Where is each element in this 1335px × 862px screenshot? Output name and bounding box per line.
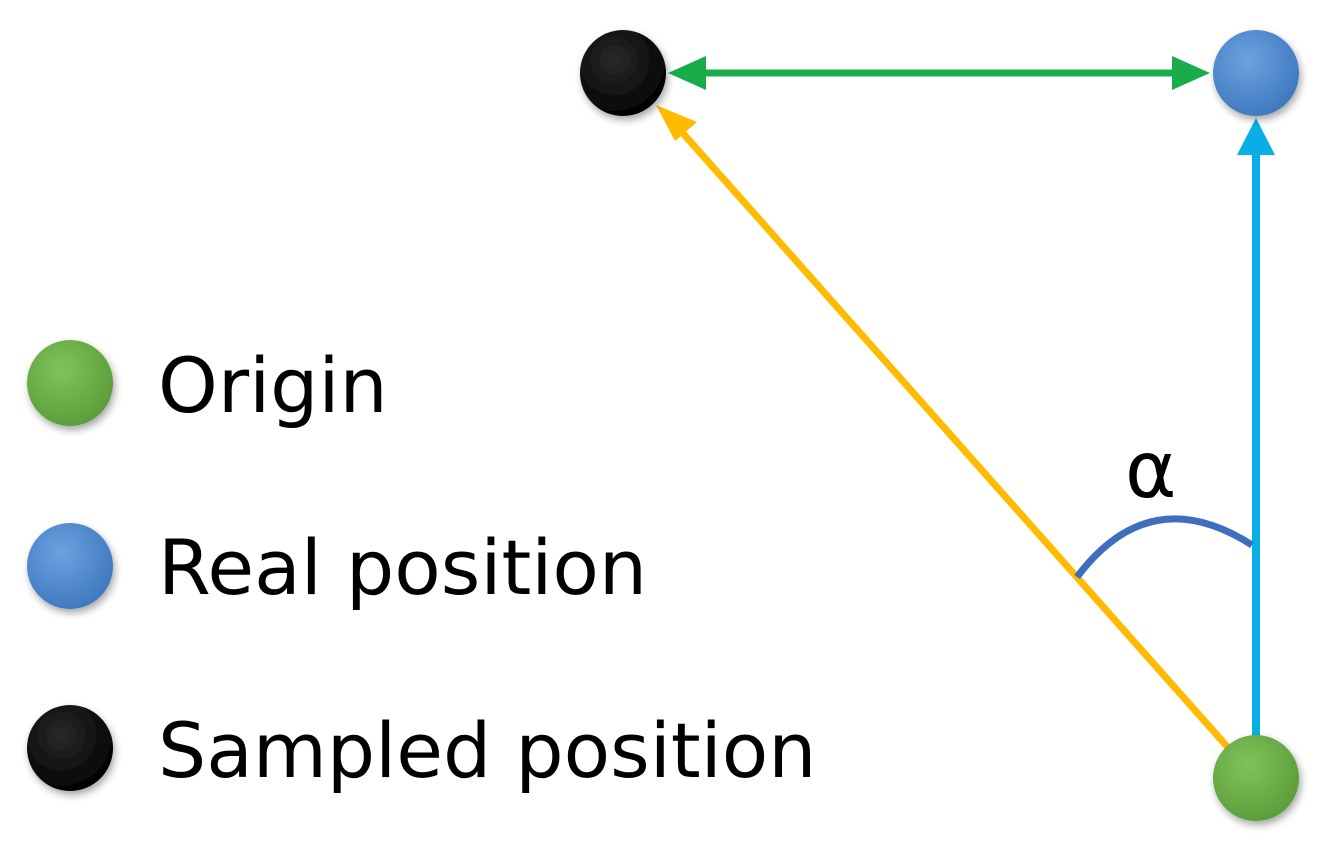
legend-label-sampled-position: Sampled position [158, 706, 816, 795]
legend-swatch-real-position [27, 523, 113, 609]
angle-arc [1074, 515, 1254, 580]
real-vector-arrowhead [1237, 118, 1275, 155]
legend-item-sampled-position: Sampled position [27, 705, 816, 795]
distance-arrowhead-right [1172, 56, 1210, 90]
legend-item-origin: Origin [27, 340, 388, 430]
legend-label-origin: Origin [158, 341, 388, 430]
legend-swatch-origin [27, 340, 113, 426]
real-vector-arrow [1237, 118, 1275, 745]
legend-swatch-sampled-position [27, 705, 113, 791]
real-position-circle [1213, 30, 1299, 116]
distance-arrow [668, 56, 1210, 90]
angle-label: α [1125, 426, 1176, 516]
sampled-vector-arrow [656, 105, 1235, 755]
legend-item-real-position: Real position [27, 523, 647, 612]
origin-circle [1213, 735, 1299, 821]
legend: Origin Real position Sampled position [27, 340, 816, 795]
sampled-vector-arrowhead [656, 105, 697, 141]
sampled-position-circle [580, 30, 666, 116]
distance-arrowhead-left [668, 56, 706, 90]
legend-label-real-position: Real position [158, 523, 647, 612]
